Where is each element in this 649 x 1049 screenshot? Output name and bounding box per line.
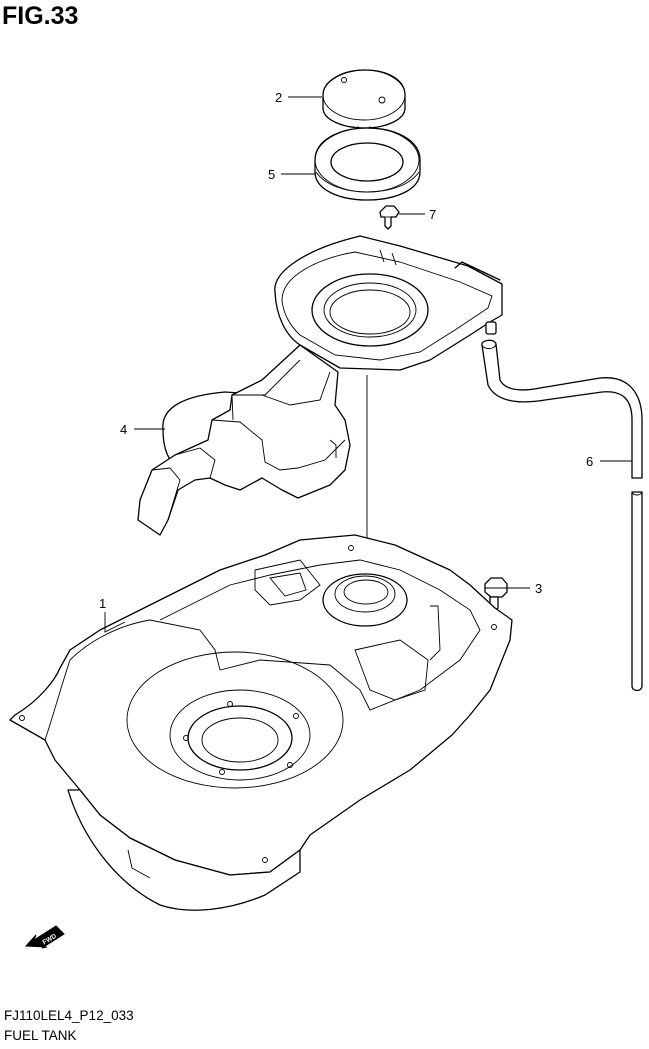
breather-hose-part <box>481 339 643 692</box>
callout-5: 5 <box>268 167 275 182</box>
drawing-name: FUEL TANK <box>4 1028 77 1043</box>
leader-lines <box>104 96 632 633</box>
cap-gasket-part <box>314 127 421 201</box>
callout-4: 4 <box>120 422 127 437</box>
drawing-code: FJ110LEL4_P12_033 <box>4 1008 134 1023</box>
callout-7: 7 <box>429 207 436 222</box>
figure-title: FIG.33 <box>2 2 79 30</box>
forward-direction-arrow-icon: FWD <box>24 925 65 949</box>
callout-1: 1 <box>99 596 106 611</box>
fuel-cap-part <box>322 69 406 133</box>
callout-2: 2 <box>275 90 282 105</box>
callout-6: 6 <box>586 454 593 469</box>
filler-cover-part <box>137 235 503 536</box>
fuel-tank-part <box>9 534 513 911</box>
callout-3: 3 <box>535 581 542 596</box>
clip-rivet-part <box>379 205 400 230</box>
